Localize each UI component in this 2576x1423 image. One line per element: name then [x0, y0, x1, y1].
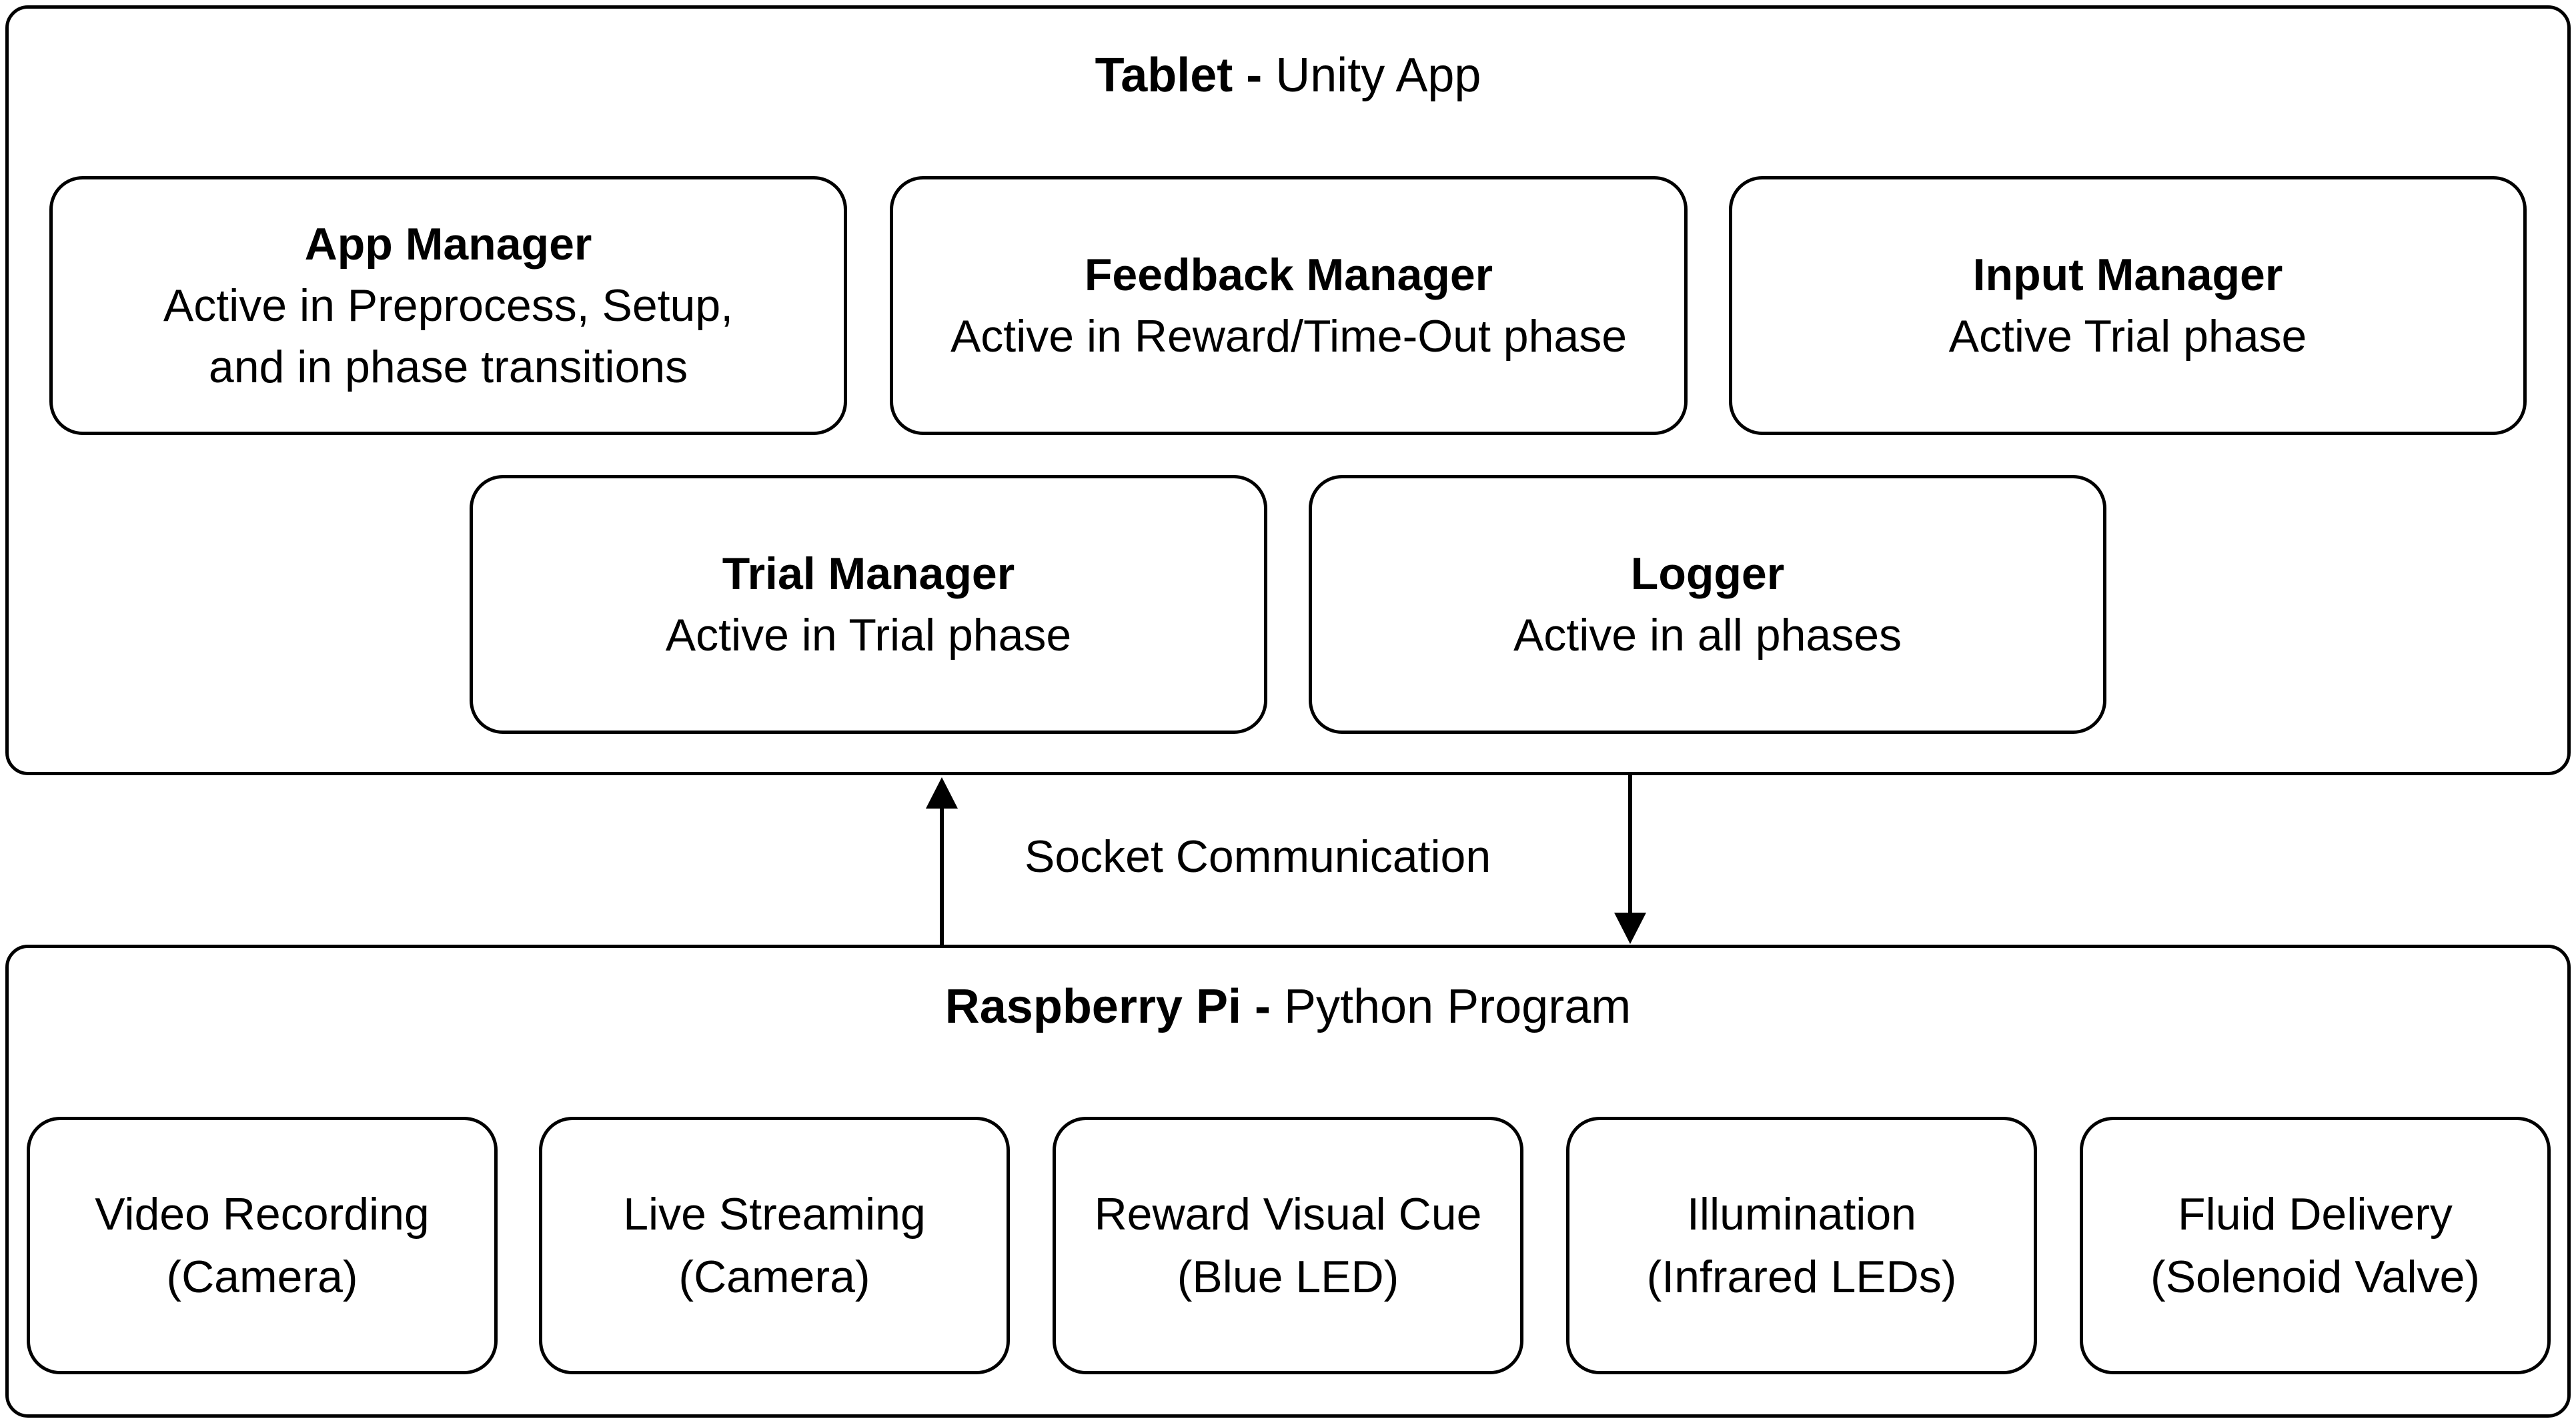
tablet-title: Tablet - Unity App [9, 51, 2567, 99]
pi-title: Raspberry Pi - Python Program [9, 983, 2567, 1031]
module-desc: Active in all phases [1513, 610, 1902, 660]
socket-communication-label: Socket Communication [1025, 831, 1491, 882]
input-manager-box: Input Manager Active Trial phase [1729, 176, 2527, 435]
video-recording-box: Video Recording (Camera) [27, 1117, 498, 1374]
module-line1: Illumination [1687, 1189, 1916, 1240]
module-line2: (Camera) [678, 1252, 870, 1302]
trial-manager-box: Trial Manager Active in Trial phase [470, 475, 1267, 734]
arrow-up-to-tablet [926, 777, 958, 946]
module-line2: (Blue LED) [1177, 1252, 1399, 1302]
module-desc: Active Trial phase [1948, 311, 2307, 362]
logger-box: Logger Active in all phases [1309, 475, 2106, 734]
module-desc: Active in Trial phase [665, 610, 1072, 660]
reward-visual-cue-box: Reward Visual Cue (Blue LED) [1053, 1117, 1523, 1374]
tablet-title-bold: Tablet - [1095, 49, 1263, 102]
illumination-box: Illumination (Infrared LEDs) [1566, 1117, 2037, 1374]
fluid-delivery-box: Fluid Delivery (Solenoid Valve) [2080, 1117, 2551, 1374]
module-desc: Active in Reward/Time-Out phase [950, 311, 1628, 362]
module-line2: (Solenoid Valve) [2150, 1252, 2480, 1302]
module-name: App Manager [304, 219, 592, 270]
module-line2: (Camera) [166, 1252, 358, 1302]
module-line1: Live Streaming [623, 1189, 926, 1240]
arrow-down-to-pi [1614, 775, 1646, 944]
pi-title-rest: Python Program [1283, 980, 1632, 1033]
module-name: Input Manager [1972, 250, 2283, 300]
live-streaming-box: Live Streaming (Camera) [539, 1117, 1010, 1374]
app-manager-box: App Manager Active in Preprocess, Setup,… [49, 176, 847, 435]
module-name: Logger [1630, 548, 1785, 599]
feedback-manager-box: Feedback Manager Active in Reward/Time-O… [890, 176, 1688, 435]
module-line1: Video Recording [95, 1189, 430, 1240]
pi-title-bold: Raspberry Pi - [944, 980, 1271, 1033]
module-name: Trial Manager [722, 548, 1015, 599]
tablet-title-rest: Unity App [1275, 49, 1481, 102]
module-name: Feedback Manager [1084, 250, 1493, 300]
module-line1: Fluid Delivery [2178, 1189, 2453, 1240]
module-desc: Active in Preprocess, Setup, and in phas… [163, 280, 734, 392]
module-line1: Reward Visual Cue [1094, 1189, 1482, 1240]
module-line2: (Infrared LEDs) [1646, 1252, 1957, 1302]
